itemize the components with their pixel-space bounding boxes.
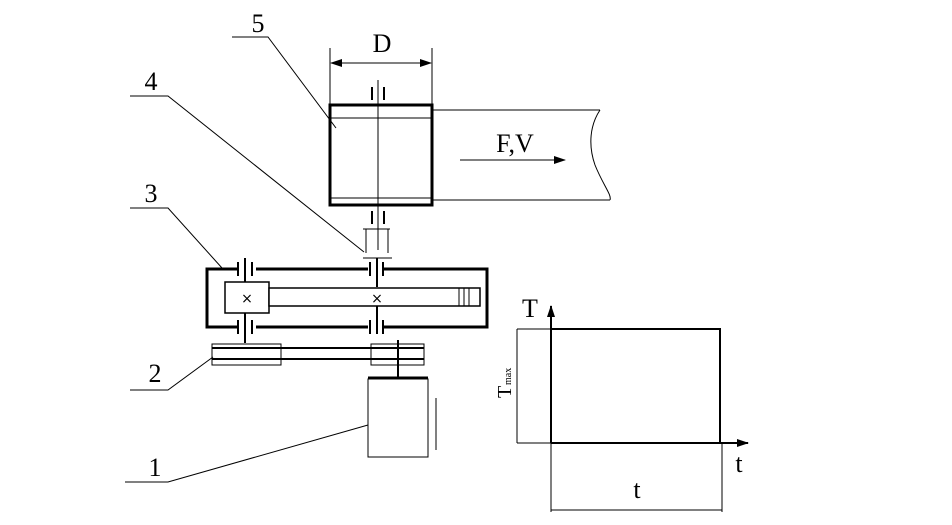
label-coupling: 4: [145, 67, 158, 96]
motor: [367, 378, 437, 458]
svg-text:×: ×: [371, 291, 383, 307]
pinion-gear: [224, 281, 270, 314]
label-gearbox: 3: [145, 179, 158, 208]
load-curve: [551, 328, 721, 443]
x-axis-label: t: [735, 449, 743, 478]
label-motor: 1: [149, 453, 162, 482]
dimension-d-label: D: [373, 29, 392, 58]
svg-text:×: ×: [241, 291, 253, 307]
gearbox: × ×: [205, 258, 489, 343]
leaders: [125, 36, 369, 483]
y-axis-label: T: [522, 294, 538, 323]
load-chart: T t t T max: [494, 294, 749, 512]
diameter-dimension: D: [329, 29, 433, 105]
torque-subscript: max: [503, 368, 514, 385]
duration-label: t: [633, 475, 641, 504]
conveyor-belt: F,V: [432, 109, 611, 201]
belt-drive: [211, 340, 428, 380]
label-drum: 5: [252, 9, 265, 38]
torque-label: T: [494, 386, 516, 398]
drum: [328, 80, 434, 250]
label-belt-drive: 2: [149, 359, 162, 388]
wheel-gear: [268, 287, 481, 307]
force-velocity-label: F,V: [496, 129, 534, 158]
